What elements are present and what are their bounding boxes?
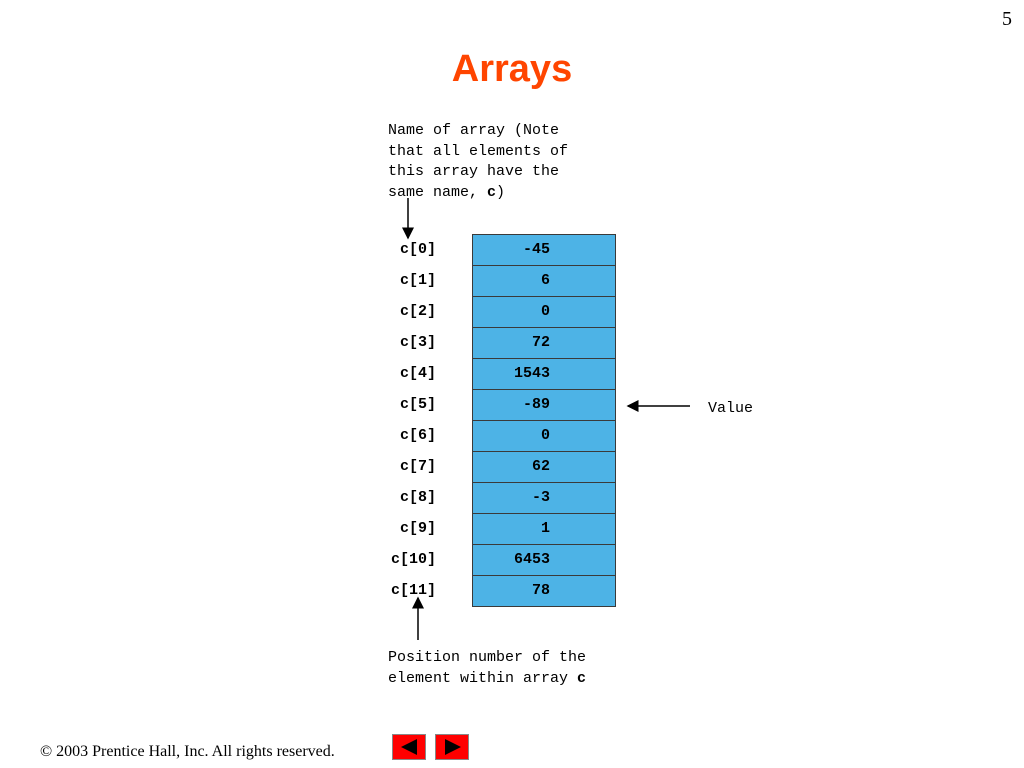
array-cell: 0	[472, 421, 616, 452]
index-label: c[9]	[399, 520, 436, 537]
array-cell: -3	[472, 483, 616, 514]
array-cell: -45	[472, 234, 616, 266]
prev-slide-button[interactable]	[392, 734, 426, 760]
cell-value: 0	[540, 303, 550, 320]
index-label: c[1]	[399, 272, 436, 289]
array-name-note-bold: c	[487, 183, 497, 201]
cell-value: 1	[540, 520, 550, 537]
cell-value: 6453	[513, 551, 550, 568]
index-label: c[8]	[399, 489, 436, 506]
cell-value: 72	[531, 334, 550, 351]
left-triangle-icon	[401, 739, 417, 755]
cell-value: -3	[531, 489, 550, 506]
index-label: c[0]	[399, 241, 436, 258]
array-cell: 6453	[472, 545, 616, 576]
index-label: c[2]	[399, 303, 436, 320]
value-label: Value	[708, 400, 754, 417]
cell-value: 6	[540, 272, 550, 289]
next-slide-button[interactable]	[435, 734, 469, 760]
index-labels: c[0] c[1] c[2] c[3] c[4] c[5] c[6] c[7] c[8] c[9]…	[376, 234, 436, 606]
cell-value: -45	[522, 241, 550, 258]
right-triangle-icon	[445, 739, 461, 755]
array-name-note-end: )	[496, 183, 506, 201]
array-cell: 72	[472, 328, 616, 359]
slide-title: Arrays	[451, 48, 573, 90]
index-label: c[11]	[390, 582, 436, 599]
index-label: c[3]	[399, 334, 436, 351]
array-cell: 1	[472, 514, 616, 545]
array-name-note-text: Name of array (Note that all elements of…	[388, 122, 569, 201]
cell-value: 78	[531, 582, 550, 599]
cell-value: 0	[540, 427, 550, 444]
array-cell: 78	[472, 576, 616, 607]
copyright-text: © 2003 Prentice Hall, Inc. All rights re…	[40, 743, 335, 760]
cell-value: 62	[531, 458, 550, 475]
index-label: c[4]	[399, 365, 436, 382]
index-label: c[5]	[399, 396, 436, 413]
index-label: c[10]	[390, 551, 436, 568]
index-label: c[7]	[399, 458, 436, 475]
cell-value: -89	[522, 396, 550, 413]
array-cell: 6	[472, 266, 616, 297]
array-cell: 0	[472, 297, 616, 328]
position-note-text: Position number of the element within ar…	[388, 649, 587, 687]
array-name-note: Name of array (Note that all elements of…	[388, 121, 618, 203]
array-cell: 62	[472, 452, 616, 483]
page-number: 5	[1002, 8, 1012, 30]
cell-value: 1543	[513, 365, 550, 382]
array-cells: -45 6 0 72 1543 -89 0 62 -3 1 6453 78	[472, 234, 616, 607]
position-note-bold: c	[577, 669, 587, 687]
array-cell: -89	[472, 390, 616, 421]
position-note: Position number of the element within ar…	[388, 648, 628, 689]
index-label: c[6]	[399, 427, 436, 444]
array-cell: 1543	[472, 359, 616, 390]
